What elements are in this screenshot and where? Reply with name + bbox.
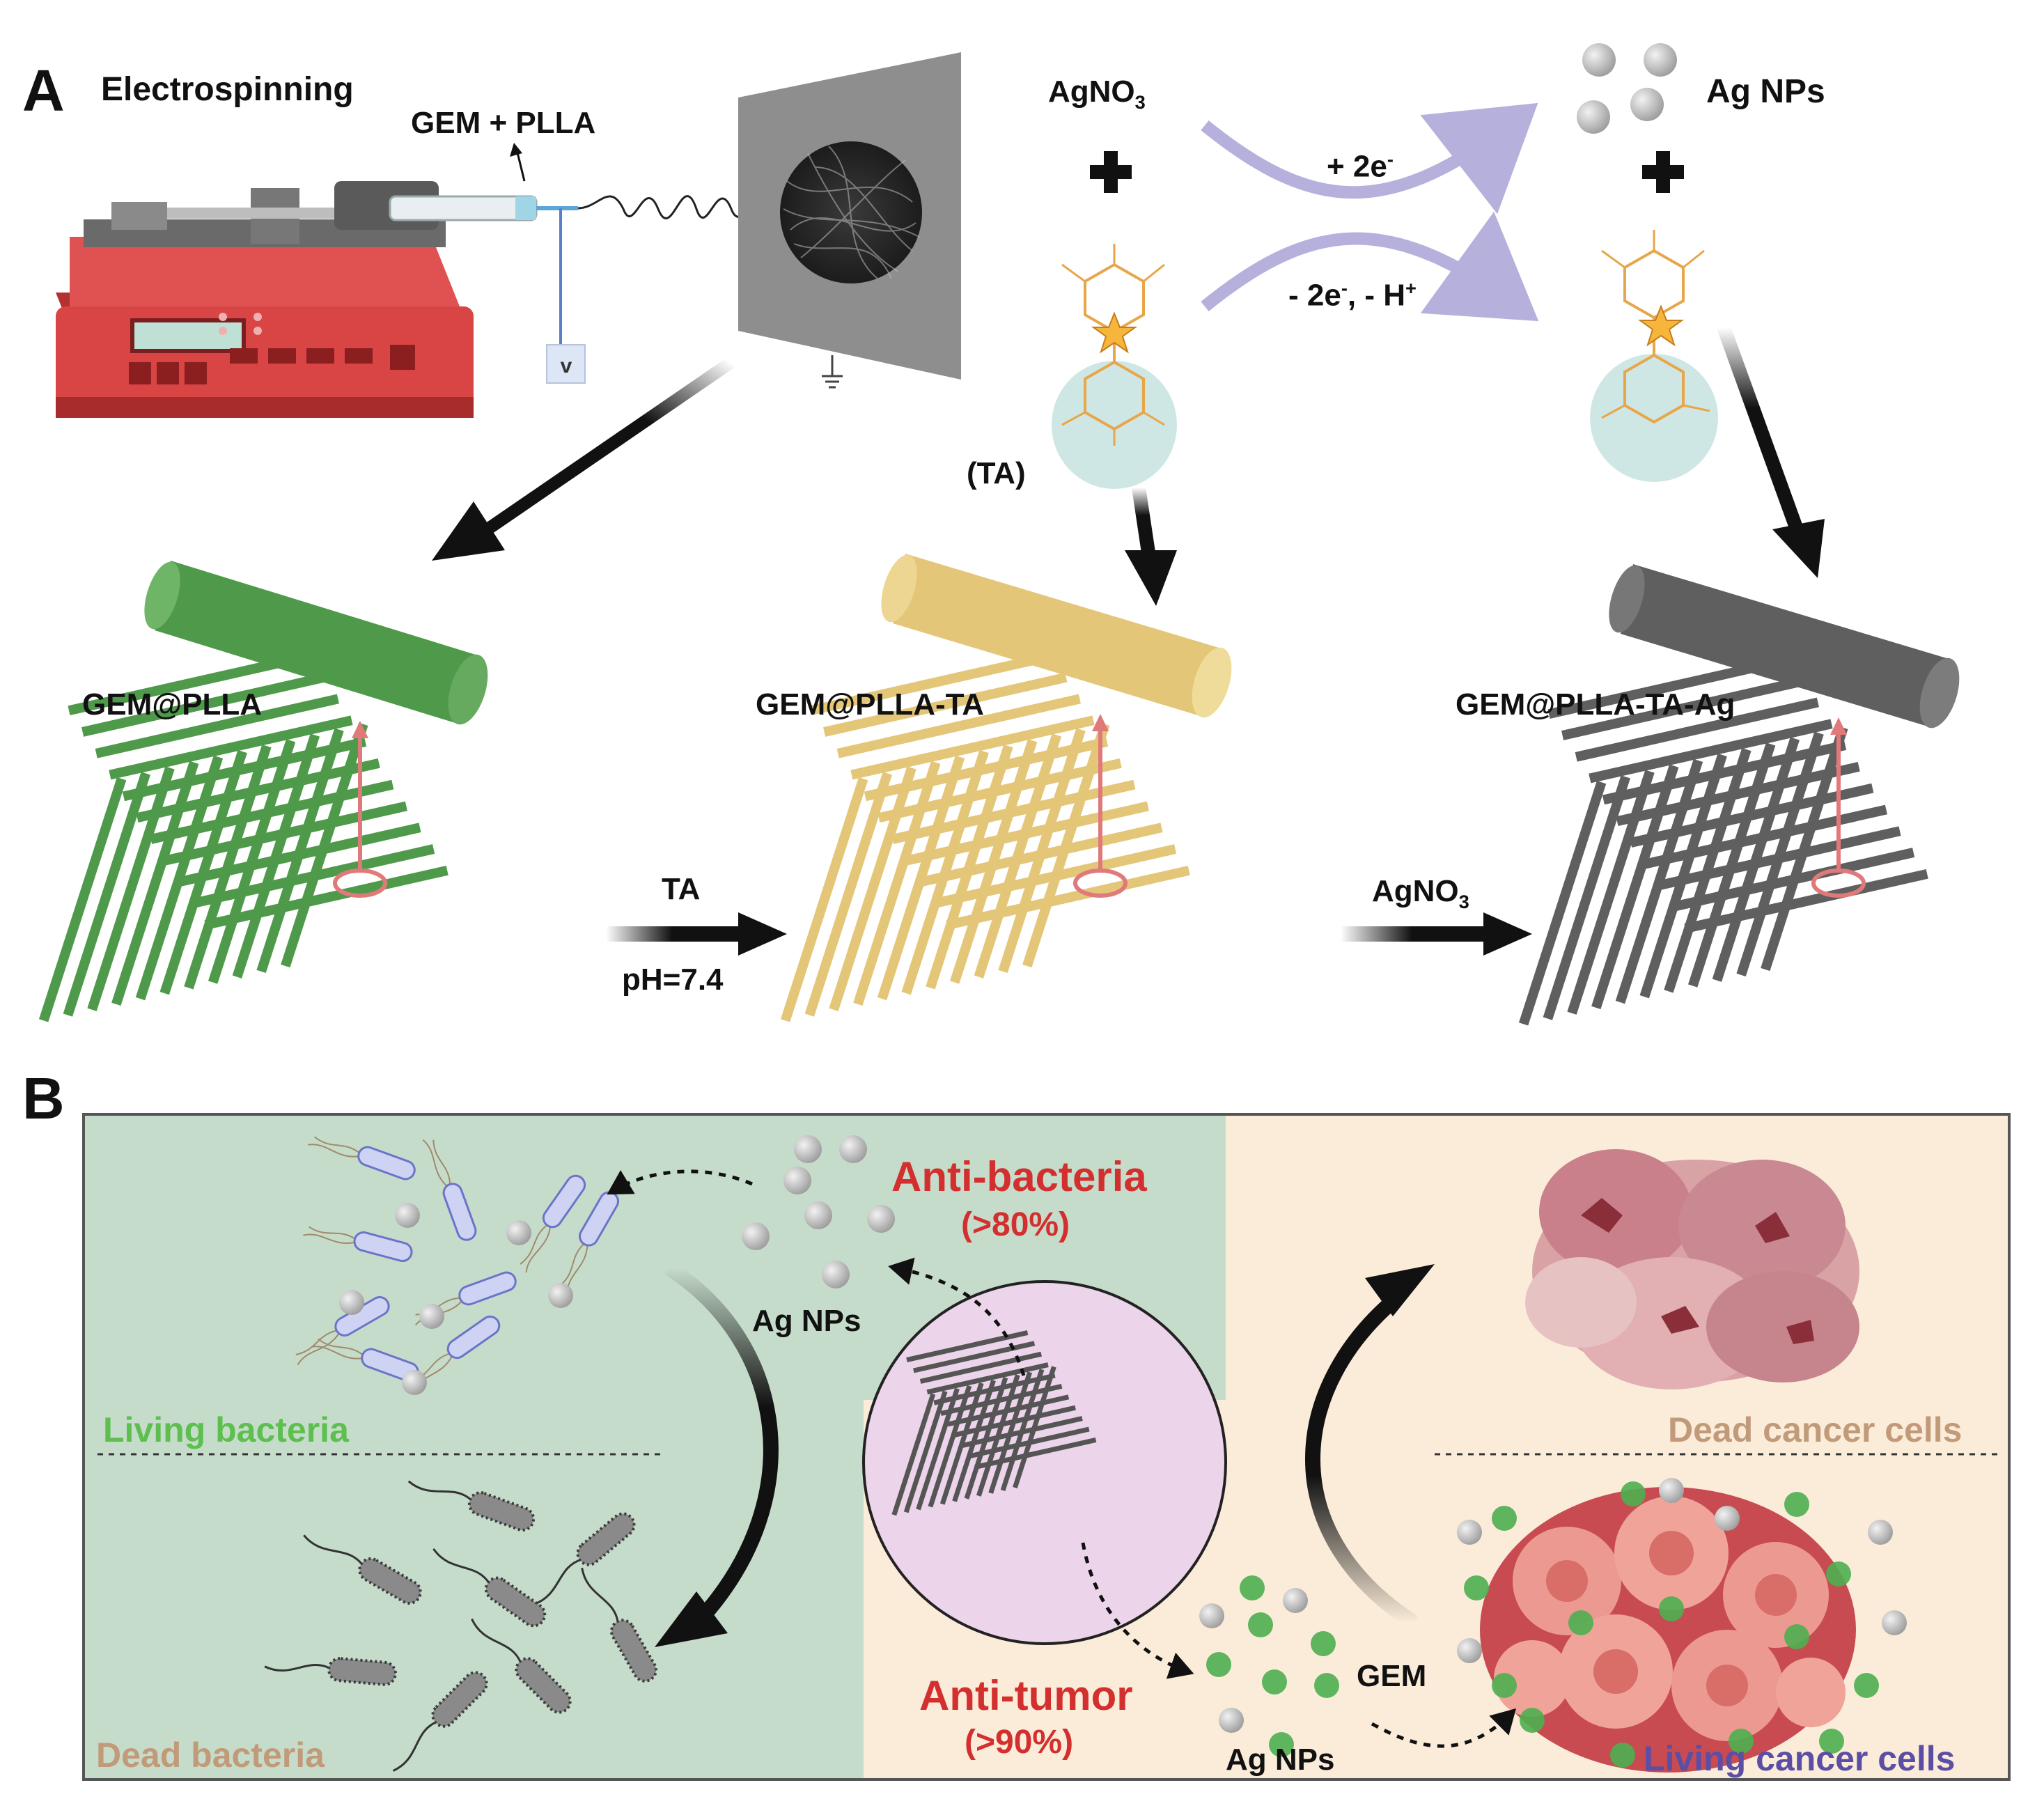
fiber-2-label: GEM@PLLA-TA — [756, 687, 985, 722]
fiber-gem-plla-ta — [881, 554, 1232, 718]
tannic-acid-molecule — [1052, 244, 1177, 489]
dotted-arrows — [607, 1169, 1517, 1748]
voltage-source: v — [546, 208, 586, 384]
anti-tumor-percent: (>90%) — [965, 1724, 1074, 1761]
silver-nanoparticles-b — [742, 1135, 1339, 1757]
collector-plate — [738, 52, 961, 389]
oxidation-label: - 2e-, - H+ — [1288, 277, 1417, 313]
dead-cancer-cells-cluster — [1525, 1149, 1859, 1389]
reduction-label: + 2e- — [1327, 148, 1394, 184]
ag-nps-label-b-top: Ag NPs — [752, 1304, 861, 1338]
ag-nps-label-top: Ag NPs — [1706, 73, 1825, 110]
fiber-3-label: GEM@PLLA-TA-Ag — [1456, 687, 1735, 722]
plus-icons — [1090, 151, 1684, 193]
reaction-arrows — [606, 912, 1532, 956]
zoom-pointers — [333, 728, 1866, 898]
scaffold-circle — [862, 1280, 1227, 1645]
process-arrows — [432, 325, 1825, 606]
dead-cancer-cells-label: Dead cancer cells — [1668, 1410, 1963, 1449]
mesh-gray — [1518, 654, 1928, 1026]
pointer-line — [515, 149, 526, 182]
mesh-green — [38, 651, 448, 1022]
panel-b-curved-arrows — [655, 1261, 1435, 1647]
step-1-condition: pH=7.4 — [622, 963, 724, 997]
fiber-gem-plla — [144, 561, 488, 725]
electrospinning-jet — [577, 195, 774, 219]
gem-plla-input-label: GEM + PLLA — [411, 106, 596, 140]
silver-nanoparticles-top — [1577, 43, 1677, 134]
panel-b-letter: B — [22, 1066, 65, 1131]
oxidized-tannic-acid-molecule — [1590, 230, 1718, 482]
fiber-1-label: GEM@PLLA — [82, 687, 263, 722]
anti-tumor-label: Anti-tumor — [919, 1672, 1133, 1719]
cancer-nanoparticles — [1457, 1478, 1907, 1768]
living-cancer-cells-cluster — [1480, 1487, 1856, 1773]
mesh-center — [891, 1330, 1097, 1516]
living-cancer-cells-label: Living cancer cells — [1644, 1739, 1956, 1778]
syringe-pump — [56, 181, 578, 418]
fiber-gem-plla-ta-ag — [1609, 564, 1960, 729]
step-1-reagent: TA — [662, 872, 701, 906]
ag-nps-label-b-bottom: Ag NPs — [1226, 1743, 1335, 1777]
living-bacteria-label: Living bacteria — [103, 1410, 349, 1449]
mesh-tan — [780, 651, 1190, 1022]
zoom-pointer-heads — [352, 714, 1847, 738]
pointer-head — [510, 143, 522, 157]
step-2-reagent: AgNO3 — [1372, 874, 1469, 912]
gem-label: GEM — [1357, 1659, 1427, 1693]
ta-label: (TA) — [967, 456, 1026, 490]
electrospinning-label: Electrospinning — [101, 71, 354, 108]
anti-bacteria-label: Anti-bacteria — [891, 1153, 1147, 1200]
agno3-label: AgNO3 — [1048, 75, 1146, 113]
voltage-symbol: v — [561, 355, 572, 377]
panel-a-letter: A — [22, 58, 65, 123]
dead-bacteria-cluster — [264, 1480, 657, 1772]
dead-bacteria-label: Dead bacteria — [96, 1736, 325, 1775]
redox-arrows — [1201, 102, 1539, 322]
anti-bacteria-percent: (>80%) — [961, 1206, 1070, 1243]
